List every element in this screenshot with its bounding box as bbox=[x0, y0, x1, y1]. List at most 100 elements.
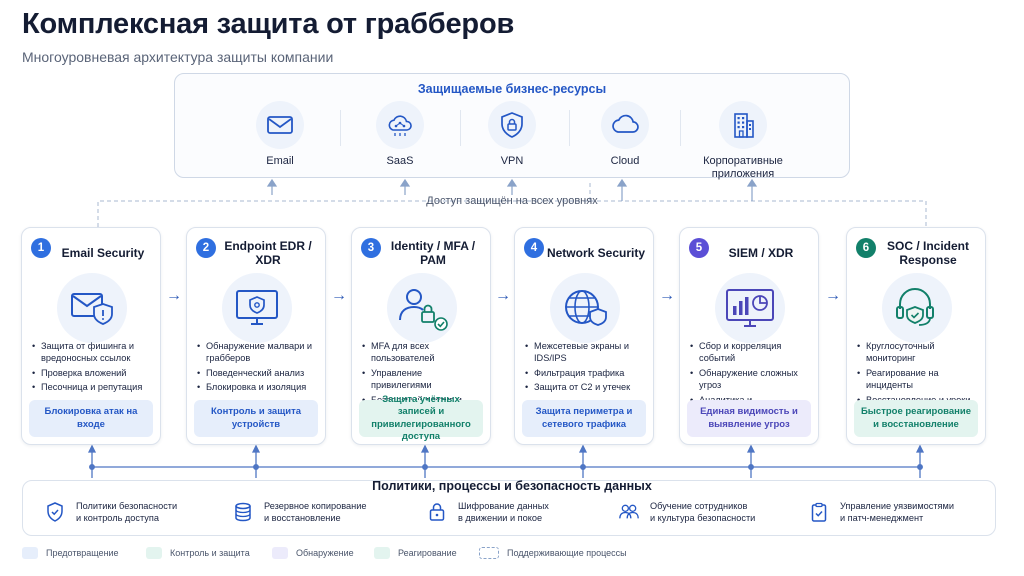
asset-vpn: VPN bbox=[457, 101, 567, 168]
monitor-shield-icon bbox=[222, 273, 292, 343]
layer-title: Email Security bbox=[61, 246, 145, 260]
layer-title: Network Security bbox=[546, 246, 646, 260]
asset-label: VPN bbox=[500, 155, 524, 167]
policy-item-backup: Резервное копирование и восстановление bbox=[232, 500, 366, 524]
list-item: Блокировка и изоляция bbox=[197, 381, 319, 394]
mail-shield-icon bbox=[57, 273, 127, 343]
list-item: Защита от C2 и утечек bbox=[525, 381, 647, 394]
legend-label: Предотвращение bbox=[46, 548, 119, 558]
legend-label: Реагирование bbox=[398, 548, 457, 558]
list-item: Обнаружение сложных угроз bbox=[690, 367, 812, 392]
list-item: Песочница и репутация bbox=[32, 381, 154, 394]
layer-number: 4 bbox=[524, 238, 544, 258]
policy-item-access: Политики безопасности и контроль доступа bbox=[44, 500, 177, 524]
cloud-network-icon bbox=[376, 101, 424, 149]
divider bbox=[569, 110, 570, 146]
layer-bullets: Обнаружение малвари и грабберов Поведенч… bbox=[197, 340, 319, 396]
shield-lock-icon bbox=[488, 101, 536, 149]
page-title: Комплексная защита от грабберов bbox=[22, 8, 515, 40]
layer-title: Endpoint EDR / XDR bbox=[224, 239, 312, 267]
list-item: Проверка вложений bbox=[32, 367, 154, 380]
layer-number: 6 bbox=[856, 238, 876, 258]
policy-label: Политики безопасности и контроль доступа bbox=[76, 501, 178, 523]
list-item: Реагирование на инциденты bbox=[857, 367, 979, 392]
layer-card-email-security: 1 Email Security Защита от фишинга и вре… bbox=[21, 227, 161, 445]
legend-swatch bbox=[479, 547, 499, 559]
legend-item-response: Реагирование bbox=[374, 547, 457, 559]
asset-email: Email bbox=[225, 101, 335, 168]
business-assets-panel: Защищаемые бизнес-ресурсы Email SaaS VPN… bbox=[174, 73, 850, 181]
layer-bullets: Защита от фишинга и вредоносных ссылок П… bbox=[32, 340, 154, 396]
legend-item-detection: Обнаружение bbox=[272, 547, 354, 559]
layer-title: SOC / Incident Response bbox=[886, 239, 969, 267]
legend-swatch bbox=[22, 547, 38, 559]
shield-check-icon bbox=[44, 501, 66, 523]
assets-title: Защищаемые бизнес-ресурсы bbox=[417, 82, 607, 96]
list-item: Сбор и корреляция событий bbox=[690, 340, 812, 365]
headset-shield-icon bbox=[882, 273, 952, 343]
policy-label: Управление уязвимостями и патч-менеджмен… bbox=[840, 501, 954, 523]
asset-label: Корпоративные приложения bbox=[703, 155, 783, 180]
asset-corporate-apps: Корпоративные приложения bbox=[688, 101, 798, 181]
layer-title: SIEM / XDR bbox=[728, 246, 794, 260]
policy-item-training: Обучение сотрудников и культура безопасн… bbox=[618, 500, 755, 524]
flow-arrow-icon: → bbox=[331, 287, 347, 304]
asset-label: SaaS bbox=[386, 155, 414, 167]
divider bbox=[680, 110, 681, 146]
asset-cloud: Cloud bbox=[570, 101, 680, 168]
legend-item-supporting: Поддерживающие процессы bbox=[479, 547, 627, 559]
policy-item-encryption: Шифрование данных в движении и покое bbox=[426, 500, 549, 524]
policy-label: Резервное копирование и восстановление bbox=[264, 501, 367, 523]
layer-number: 2 bbox=[196, 238, 216, 258]
layer-card-identity: 3 Identity / MFA / PAM MFA для всех поль… bbox=[351, 227, 491, 445]
layer-outcome: Защита периметра и сетевого трафика bbox=[522, 400, 646, 437]
globe-shield-icon bbox=[550, 273, 620, 343]
layer-card-network: 4 Network Security Межсетевые экраны и I… bbox=[514, 227, 654, 445]
divider bbox=[460, 110, 461, 146]
list-item: Фильтрация трафика bbox=[525, 367, 647, 380]
layer-number: 1 bbox=[31, 238, 51, 258]
legend-swatch bbox=[272, 547, 288, 559]
access-label: Доступ защищён на всех уровнях bbox=[426, 195, 598, 207]
layer-outcome: Защита учётных записей и привилегированн… bbox=[359, 394, 483, 442]
legend-item-prevention: Предотвращение bbox=[22, 547, 119, 559]
layer-card-soc: 6 SOC / Incident Response Круглосуточный… bbox=[846, 227, 986, 445]
list-item: MFA для всех пользователей bbox=[362, 340, 484, 365]
legend-swatch bbox=[374, 547, 390, 559]
policies-panel bbox=[22, 480, 996, 536]
layer-outcome: Контроль и защита устройств bbox=[194, 400, 318, 437]
layer-number: 5 bbox=[689, 238, 709, 258]
legend-label: Контроль и защита bbox=[170, 548, 250, 558]
layer-bullets: Межсетевые экраны и IDS/IPS Фильтрация т… bbox=[525, 340, 647, 396]
list-item: Круглосуточный мониторинг bbox=[857, 340, 979, 365]
list-item: Защита от фишинга и вредоносных ссылок bbox=[32, 340, 154, 365]
cloud-icon bbox=[601, 101, 649, 149]
list-item: Обнаружение малвари и грабберов bbox=[197, 340, 319, 365]
asset-saas: SaaS bbox=[345, 101, 455, 168]
page-subtitle: Многоуровневая архитектура защиты компан… bbox=[22, 49, 334, 65]
legend-label: Поддерживающие процессы bbox=[507, 548, 627, 558]
divider bbox=[340, 110, 341, 146]
clipboard-check-icon bbox=[808, 501, 830, 523]
database-icon bbox=[232, 501, 254, 523]
layer-title: Identity / MFA / PAM bbox=[390, 239, 476, 267]
lock-icon bbox=[426, 501, 448, 523]
asset-label: Email bbox=[266, 155, 294, 167]
layer-number: 3 bbox=[361, 238, 381, 258]
list-item: Межсетевые экраны и IDS/IPS bbox=[525, 340, 647, 365]
layer-outcome: Единая видимость и выявление угроз bbox=[687, 400, 811, 437]
flow-arrow-icon: → bbox=[825, 287, 841, 304]
legend-item-control: Контроль и защита bbox=[146, 547, 250, 559]
list-item: Управление привилегиями bbox=[362, 367, 484, 392]
asset-label: Cloud bbox=[610, 155, 640, 167]
users-icon bbox=[618, 501, 640, 523]
building-icon bbox=[719, 101, 767, 149]
legend-swatch bbox=[146, 547, 162, 559]
legend-label: Обнаружение bbox=[296, 548, 354, 558]
layer-card-siem: 5 SIEM / XDR Сбор и корреляция событий О… bbox=[679, 227, 819, 445]
policy-label: Шифрование данных в движении и покое bbox=[458, 501, 549, 523]
layer-outcome: Блокировка атак на входе bbox=[29, 400, 153, 437]
policies-title: Политики, процессы и безопасность данных bbox=[372, 479, 652, 493]
user-lock-icon bbox=[387, 273, 457, 343]
